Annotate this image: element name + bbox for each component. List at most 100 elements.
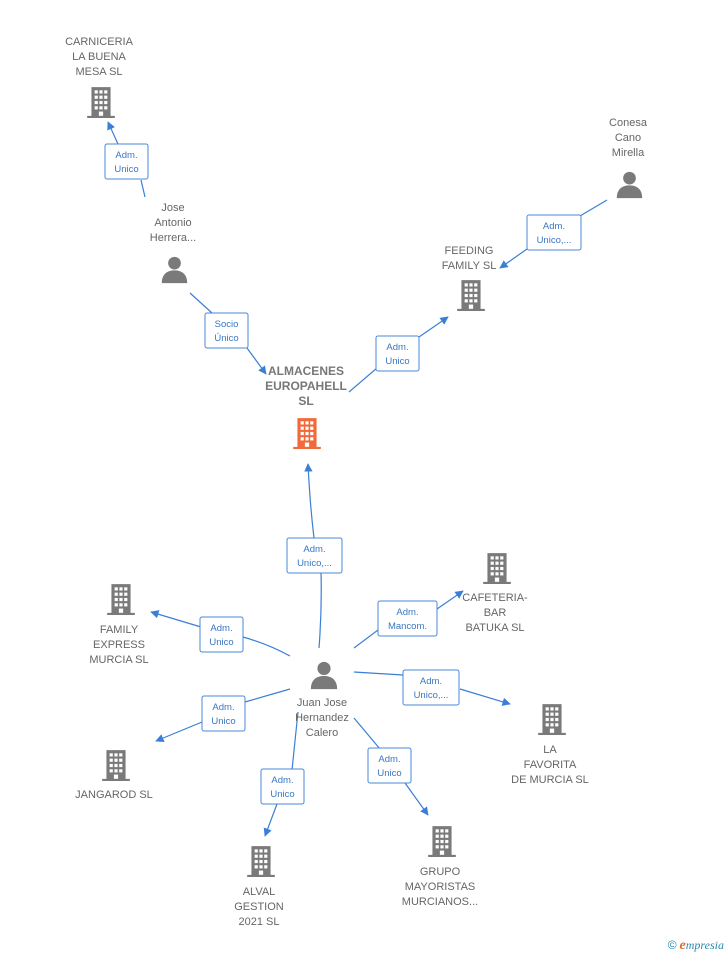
edge-label-text: Adm.: [271, 775, 293, 786]
edge-lines: [108, 122, 608, 836]
node-label: FEEDING: [445, 245, 494, 257]
building-icon: [483, 553, 511, 584]
edge-line: [151, 612, 291, 657]
edge-label-e7[interactable]: Adm. Mancom.: [377, 600, 438, 637]
building-icon: [457, 280, 485, 311]
node-family-express-murcia[interactable]: FAMILY EXPRESS MURCIA SL: [89, 584, 149, 666]
edge-label-text: Unico,...: [297, 558, 332, 569]
node-label: MURCIANOS...: [402, 896, 478, 908]
node-label: FAMILY SL: [442, 260, 497, 272]
main-building-icon: [293, 418, 321, 449]
node-label: Antonio: [154, 217, 191, 229]
edge-line: [265, 711, 299, 836]
node-label: FAVORITA: [524, 759, 577, 771]
edge-line: [348, 317, 448, 393]
node-alval-gestion-2021[interactable]: ALVAL GESTION 2021 SL: [234, 846, 284, 928]
node-label: Cano: [615, 132, 641, 144]
edge-line: [156, 688, 291, 741]
node-label: JANGAROD SL: [75, 789, 153, 801]
building-icon: [107, 584, 135, 615]
edge-label-text: Unico: [385, 356, 409, 367]
node-label: Mirella: [612, 147, 645, 159]
building-icon: [428, 826, 456, 857]
node-label: GESTION: [234, 901, 284, 913]
person-icon: [310, 661, 338, 690]
node-juan-jose-hernandez-calero[interactable]: Juan Jose Hernandez Calero: [295, 661, 349, 739]
edge-label-e6[interactable]: Adm. Unico: [199, 616, 244, 653]
edge-label-text: Unico: [377, 768, 401, 779]
edge-label-e1[interactable]: Adm. Unico: [104, 143, 149, 180]
node-label: CARNICERIA: [65, 36, 134, 48]
edge-label-e9[interactable]: Adm. Unico: [201, 695, 246, 732]
edge-label-e11[interactable]: Adm. Unico: [367, 747, 412, 784]
node-label: MAYORISTAS: [405, 881, 476, 893]
edge-label-e3[interactable]: Adm. Unico: [375, 335, 420, 372]
edge-label-text: Adm.: [420, 676, 442, 687]
edge-label-text: Unico,...: [414, 690, 449, 701]
node-jose-antonio-herrera[interactable]: Jose Antonio Herrera...: [150, 202, 196, 284]
node-cafeteria-bar-batuka[interactable]: CAFETERIA- BAR BATUKA SL: [462, 553, 528, 634]
node-label: EUROPAHELL: [265, 379, 347, 393]
edge-label-text: Socio: [215, 319, 239, 330]
node-label: LA BUENA: [72, 51, 126, 63]
edge-line: [308, 464, 322, 649]
edge-label-text: Adm.: [210, 623, 232, 634]
node-almacenes-europahell[interactable]: ALMACENES EUROPAHELL SL: [265, 364, 347, 449]
node-label: EXPRESS: [93, 639, 145, 651]
edge-label-e5[interactable]: Adm. Unico,...: [286, 537, 343, 574]
edge-label-text: Adm.: [303, 544, 325, 555]
edge-label-text: Unico: [211, 716, 235, 727]
node-label: DE MURCIA SL: [511, 774, 589, 786]
building-icon: [87, 87, 115, 118]
copyright-symbol: ©: [667, 938, 677, 952]
edge-label-text: Adm.: [212, 702, 234, 713]
edge-line: [108, 122, 146, 198]
node-label: 2021 SL: [239, 916, 280, 928]
person-icon: [161, 256, 188, 284]
edge-label-text: Adm.: [386, 342, 408, 353]
edge-label-text: Mancom.: [388, 621, 427, 632]
node-jangarod[interactable]: JANGAROD SL: [75, 750, 153, 801]
node-label: Herrera...: [150, 232, 196, 244]
empresia-logo[interactable]: ©empresia: [668, 938, 724, 954]
edge-label-e4[interactable]: Adm. Unico,...: [526, 214, 582, 251]
edge-label-text: Adm.: [378, 754, 400, 765]
edge-line: [353, 591, 463, 649]
building-icon: [538, 704, 566, 735]
edge-label-text: Adm.: [543, 221, 565, 232]
person-icon: [616, 171, 643, 199]
node-carniceria-la-buena-mesa[interactable]: CARNICERIA LA BUENA MESA SL: [65, 36, 134, 118]
edge-label-e2[interactable]: Socio Único: [204, 312, 249, 349]
node-conesa-cano-mirella[interactable]: Conesa Cano Mirella: [609, 117, 648, 199]
node-feeding-family[interactable]: FEEDING FAMILY SL: [442, 245, 497, 311]
building-icon: [247, 846, 275, 877]
node-label: Juan Jose: [297, 697, 347, 709]
edge-line: [353, 671, 510, 704]
brand-initial: e: [679, 938, 686, 953]
node-label: ALMACENES: [268, 364, 344, 378]
brand-name: mpresia: [685, 938, 724, 952]
node-label: Conesa: [609, 117, 648, 129]
node-label: BAR: [484, 607, 507, 619]
node-grupo-mayoristas-murcianos[interactable]: GRUPO MAYORISTAS MURCIANOS...: [402, 826, 478, 908]
node-label: ALVAL: [243, 886, 276, 898]
nodes: ALMACENES EUROPAHELL SL CARNICERIA LA BU…: [65, 36, 648, 928]
edge-label-text: Único: [214, 333, 238, 344]
building-icon: [102, 750, 130, 781]
edge-labels: Adm. Unico Socio Único Adm. Unico Adm. U…: [104, 143, 582, 805]
node-label: CAFETERIA-: [462, 592, 528, 604]
edge-label-text: Adm.: [396, 607, 418, 618]
edge-line: [189, 292, 266, 374]
node-label: GRUPO: [420, 866, 461, 878]
node-label: Jose: [161, 202, 184, 214]
edge-line: [500, 199, 608, 268]
node-label: BATUKA SL: [465, 622, 524, 634]
edge-label-e8[interactable]: Adm. Unico,...: [402, 669, 460, 706]
edge-label-text: Unico: [209, 637, 233, 648]
node-la-favorita-de-murcia[interactable]: LA FAVORITA DE MURCIA SL: [511, 704, 589, 786]
edge-label-e10[interactable]: Adm. Unico: [260, 768, 305, 805]
edge-label-text: Unico,...: [537, 235, 572, 246]
node-label: SL: [298, 394, 313, 408]
node-label: MESA SL: [75, 66, 122, 78]
